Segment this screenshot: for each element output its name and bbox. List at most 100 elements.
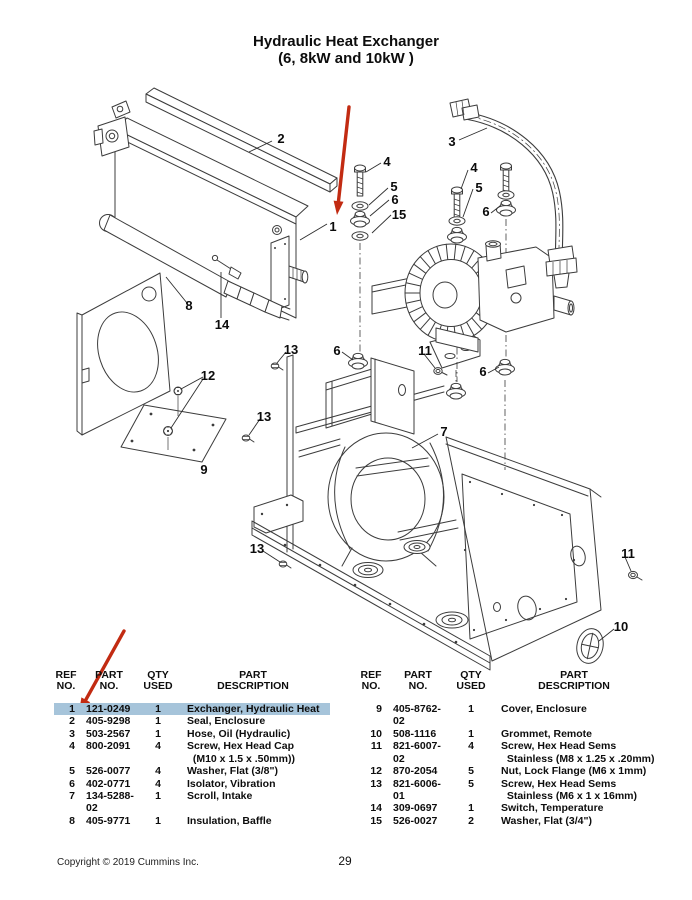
desc-cell: Switch, Temperature: [501, 802, 604, 815]
desc-cell: Seal, Enclosure: [187, 715, 266, 728]
qty-cell: 1: [155, 702, 161, 715]
desc-cell: Screw, Hex Head Sems Stainless (M8 x 1.2…: [501, 740, 655, 765]
part-no-cell: 800-2091: [86, 740, 131, 753]
table-row: 9 405-8762-02 1 Cover, Enclosure: [357, 703, 657, 728]
desc-cell: Screw, Hex Head Sems Stainless (M6 x 1 x…: [501, 777, 637, 802]
callout-label: 13: [284, 342, 298, 357]
callout-label: 6: [482, 204, 489, 219]
callout-label: 1: [329, 219, 336, 234]
qty-cell: 1: [468, 702, 474, 715]
header-desc: PART DESCRIPTION: [538, 669, 610, 692]
desc-cell: Exchanger, Hydraulic Heat: [187, 702, 320, 715]
mounting-feet-drawing: [352, 540, 469, 629]
desc-cell: Screw, Hex Head Cap (M10 x 1.5 x .50mm)): [187, 740, 295, 765]
table-row-highlighted: 1 121-0249 1 Exchanger, Hydraulic Heat: [54, 702, 330, 716]
part-no-cell: 402-0771: [86, 777, 131, 790]
callout-label: 12: [201, 368, 215, 383]
table-row: 15 526-0027 2 Washer, Flat (3/4"): [357, 815, 657, 827]
table-row: 12 870-2054 5 Nut, Lock Flange (M6 x 1mm…: [357, 765, 657, 777]
callout-label: 2: [277, 131, 284, 146]
table-row: 8 405-9771 1 Insulation, Baffle: [54, 815, 330, 827]
desc-cell: Insulation, Baffle: [187, 814, 272, 827]
ref-no-cell: 13: [370, 777, 382, 790]
grommet-drawing: [576, 628, 604, 664]
part-no-cell: 405-9771: [86, 814, 131, 827]
cover-plate-drawing: [120, 386, 227, 463]
table-body: 9 405-8762-02 1 Cover, Enclosure 10 508-…: [357, 703, 657, 828]
qty-cell: 2: [468, 814, 474, 827]
fastener-stacks-drawing: [348, 162, 516, 400]
page-title-line1: Hydraulic Heat Exchanger: [253, 33, 439, 50]
part-no-cell: 121-0249: [86, 702, 131, 715]
table-row: 7 134-5288-02 1 Scroll, Intake: [54, 790, 330, 815]
ref-no-cell: 6: [69, 777, 75, 790]
header-part: PART NO.: [404, 669, 432, 692]
parts-table-right: REF NO. PART NO. QTY USED PART DESCRIPTI…: [357, 670, 657, 827]
header-qty: QTY USED: [143, 669, 173, 692]
callout-label: 6: [479, 364, 486, 379]
table-row: 3 503-2567 1 Hose, Oil (Hydraulic): [54, 728, 330, 740]
page-title-line2: (6, 8kW and 10kW ): [278, 50, 414, 67]
callout-label: 3: [448, 134, 455, 149]
qty-cell: 5: [468, 765, 474, 778]
callout-label: 9: [200, 462, 207, 477]
callout-label: 10: [614, 619, 628, 634]
desc-cell: Scroll, Intake: [187, 789, 253, 802]
part-no-cell: 508-1116: [393, 727, 437, 740]
table-row: 13 821-6006-01 5 Screw, Hex Head Sems St…: [357, 778, 657, 803]
table-row: 4 800-2091 4 Screw, Hex Head Cap (M10 x …: [54, 740, 330, 765]
seal-bar-drawing: [145, 87, 338, 193]
qty-cell: 4: [155, 765, 161, 778]
desc-cell: Washer, Flat (3/4"): [501, 814, 592, 827]
ref-no-cell: 5: [69, 765, 75, 778]
table-header-row: REF NO. PART NO. QTY USED PART DESCRIPTI…: [357, 670, 657, 692]
part-no-cell: 405-8762-02: [393, 702, 441, 728]
ref-no-cell: 2: [69, 715, 75, 728]
header-part: PART NO.: [95, 669, 123, 692]
table-row: 11 821-6007-02 4 Screw, Hex Head Sems St…: [357, 740, 657, 765]
callout-label: 5: [390, 179, 397, 194]
enclosure-frame-drawing: [251, 331, 602, 671]
table-header-row: REF NO. PART NO. QTY USED PART DESCRIPTI…: [54, 670, 330, 692]
oil-hose-drawing: [449, 98, 578, 289]
part-no-cell: 134-5288-02: [86, 789, 134, 815]
callout-label: 14: [215, 317, 230, 332]
ref-no-cell: 7: [69, 789, 75, 802]
ref-no-cell: 9: [376, 702, 382, 715]
intake-scroll-drawing: [327, 432, 459, 567]
callout-label: 8: [185, 298, 192, 313]
callout-label: 13: [257, 409, 271, 424]
page-number: 29: [338, 854, 352, 868]
callout-label: 15: [392, 207, 406, 222]
desc-cell: Cover, Enclosure: [501, 702, 587, 715]
qty-cell: 1: [155, 715, 161, 728]
ref-no-cell: 11: [370, 740, 382, 753]
ref-no-cell: 14: [370, 802, 382, 815]
parts-table-left: REF NO. PART NO. QTY USED PART DESCRIPTI…: [54, 670, 330, 827]
callout-label: 13: [250, 541, 264, 556]
ref-no-cell: 4: [69, 740, 75, 753]
qty-cell: 4: [468, 740, 474, 753]
callout-label: 4: [470, 160, 478, 175]
desc-cell: Hose, Oil (Hydraulic): [187, 727, 291, 740]
header-ref: REF NO.: [55, 669, 77, 692]
desc-cell: Grommet, Remote: [501, 727, 593, 740]
header-desc: PART DESCRIPTION: [217, 669, 289, 692]
table-row: 14 309-0697 1 Switch, Temperature: [357, 802, 657, 814]
callout-label: 11: [418, 343, 432, 358]
qty-cell: 4: [155, 777, 161, 790]
ref-no-cell: 3: [69, 727, 75, 740]
callout-label: 4: [383, 154, 391, 169]
insulation-baffle-drawing: [76, 272, 171, 436]
ref-no-cell: 8: [69, 814, 75, 827]
table-body: 1 121-0249 1 Exchanger, Hydraulic Heat 2…: [54, 702, 330, 828]
ref-no-cell: 10: [370, 727, 382, 740]
desc-cell: Isolator, Vibration: [187, 777, 276, 790]
qty-cell: 1: [155, 727, 161, 740]
table-row: 5 526-0077 4 Washer, Flat (3/8"): [54, 765, 330, 777]
part-no-cell: 405-9298: [86, 715, 131, 728]
ref-no-cell: 15: [370, 814, 382, 827]
reference-dash-lines: [359, 219, 507, 470]
header-qty: QTY USED: [456, 669, 486, 692]
